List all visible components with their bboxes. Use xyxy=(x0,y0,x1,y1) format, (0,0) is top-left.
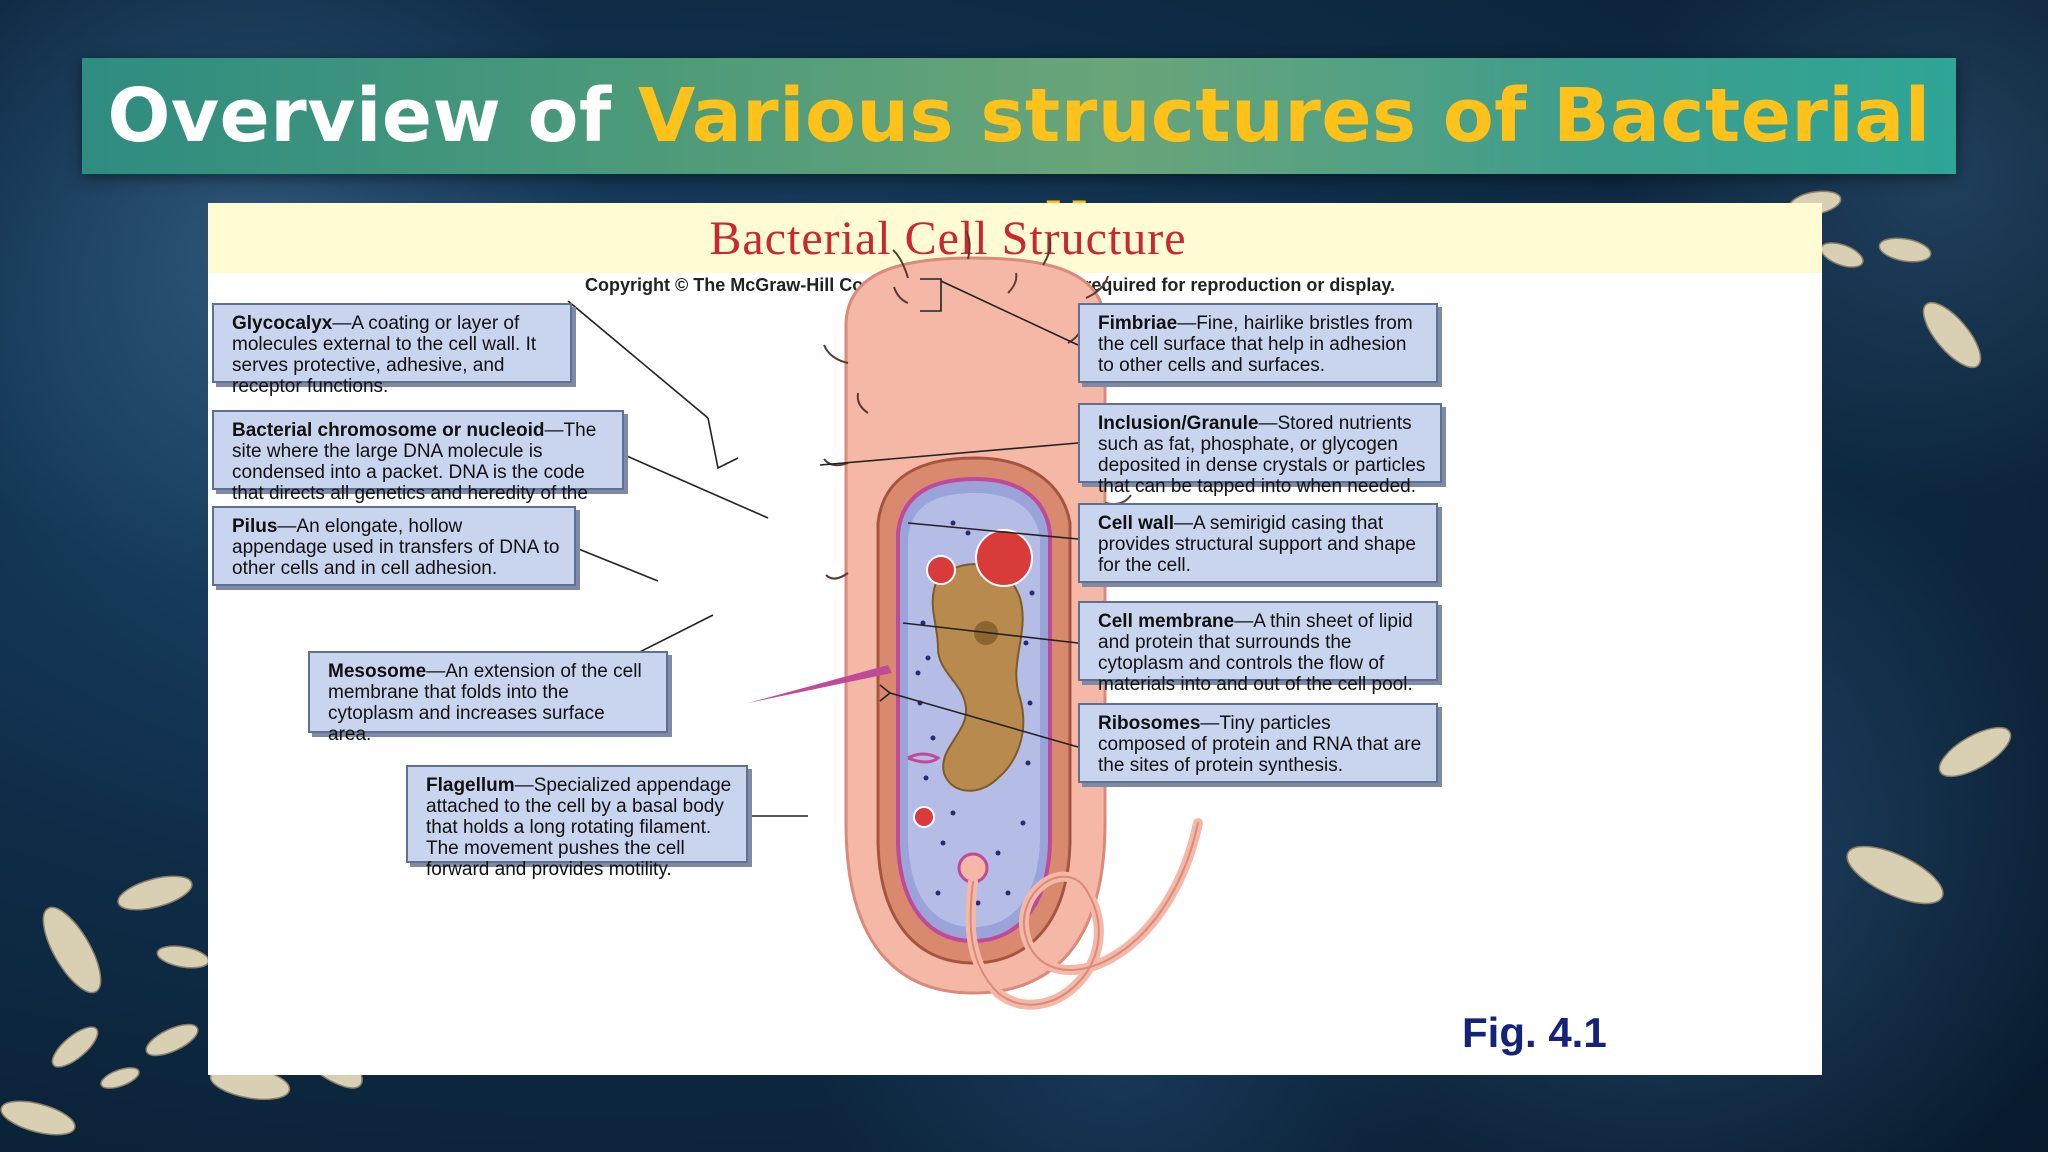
label-desc: —Fine, hairlike bristles from the cell s… xyxy=(1098,313,1413,376)
title-part-1: Overview of xyxy=(107,73,638,159)
label-desc: —A semirigid casing that provides struct… xyxy=(1098,513,1416,576)
bacterium-icon xyxy=(0,1100,76,1136)
label-term: Flagellum xyxy=(426,775,515,796)
bacterium-icon xyxy=(1922,301,1982,369)
label-cell-membrane: Cell membrane—A thin sheet of lipid and … xyxy=(1078,601,1438,695)
label-flagellum: Flagellum—Specialized appendage attached… xyxy=(406,765,748,880)
bacterium-icon xyxy=(1846,845,1944,905)
bacterium-icon xyxy=(1938,726,2012,778)
label-chromosome: Bacterial chromosome or nucleoid—The sit… xyxy=(212,410,624,525)
ribosomes-dots xyxy=(915,520,1035,906)
label-term: Inclusion/Granule xyxy=(1098,413,1259,434)
label-term: Mesosome xyxy=(328,661,427,682)
pilus-shape xyxy=(748,665,892,703)
bacterium-icon xyxy=(1878,237,1932,263)
figure-panel: Bacterial Cell Structure Copyright © The… xyxy=(208,203,1822,1075)
label-fimbriae: Fimbriae—Fine, hairlike bristles from th… xyxy=(1078,303,1438,383)
bacterium-icon xyxy=(42,906,102,994)
bacterium-icon xyxy=(156,945,210,969)
label-inclusion: Inclusion/Granule—Stored nutrients such … xyxy=(1078,403,1442,497)
label-term: Pilus xyxy=(232,516,278,537)
figure-number: Fig. 4.1 xyxy=(1462,1009,1607,1056)
label-term: Bacterial chromosome or nucleoid xyxy=(232,420,545,441)
bacterium-icon xyxy=(117,875,193,911)
label-term: Ribosomes xyxy=(1098,713,1201,734)
label-desc: —Tiny particles composed of protein and … xyxy=(1098,713,1422,776)
bacterium-icon xyxy=(100,1067,140,1089)
label-term: Cell wall xyxy=(1098,513,1175,534)
inclusion-granule-small xyxy=(926,555,956,585)
title-banner: Overview of Various structures of Bacter… xyxy=(82,58,1956,275)
label-desc: —A coating or layer of molecules externa… xyxy=(232,313,537,397)
label-term: Glycocalyx xyxy=(232,313,333,334)
inclusion-granule-bottom xyxy=(913,806,935,828)
label-desc: —Specialized appendage attached to the c… xyxy=(426,775,732,880)
label-cell-wall: Cell wall—A semirigid casing that provid… xyxy=(1078,503,1438,583)
nucleoid xyxy=(931,563,1025,792)
inclusion-granule-large xyxy=(975,529,1033,587)
bacterium-icon xyxy=(1820,242,1864,268)
label-desc: —The site where the large DNA molecule i… xyxy=(232,420,597,525)
bacterium-icon xyxy=(145,1023,199,1057)
slide-title: Overview of Various structures of Bacter… xyxy=(82,58,1956,275)
figure-title: Bacterial Cell Structure xyxy=(709,212,1187,265)
label-desc: —Stored nutrients such as fat, phosphate… xyxy=(1098,413,1426,497)
label-mesosome: Mesosome—An extension of the cell membra… xyxy=(308,651,668,745)
label-glycocalyx: Glycocalyx—A coating or layer of molecul… xyxy=(212,303,572,397)
label-desc: —A thin sheet of lipid and protein that … xyxy=(1098,611,1413,695)
label-term: Fimbriae xyxy=(1098,313,1178,334)
label-term: Cell membrane xyxy=(1098,611,1235,632)
bacterium-icon xyxy=(51,1026,99,1068)
label-desc: —An elongate, hollow appendage used in t… xyxy=(232,516,560,579)
bacterial-cell-diagram xyxy=(567,230,1203,1010)
mesosome-fold xyxy=(907,752,941,764)
label-pilus: Pilus—An elongate, hollow appendage used… xyxy=(212,506,576,586)
label-ribosomes: Ribosomes—Tiny particles composed of pro… xyxy=(1078,703,1438,783)
label-desc: —An extension of the cell membrane that … xyxy=(328,661,642,745)
